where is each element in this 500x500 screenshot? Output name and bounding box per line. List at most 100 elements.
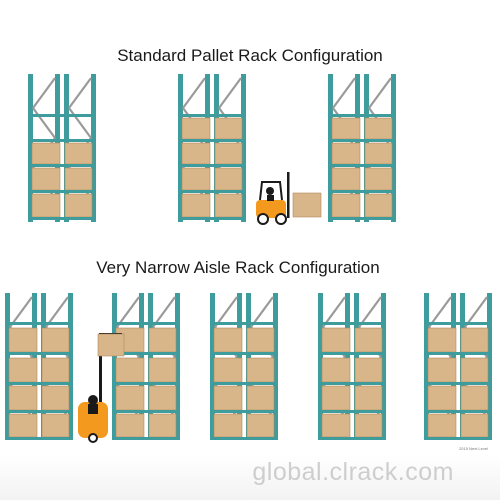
rack-brace: [32, 77, 56, 109]
pallet-box-icon: [427, 357, 457, 383]
pallet-box-icon: [41, 385, 70, 411]
rack-brace: [68, 77, 92, 109]
pallet-box-icon: [148, 385, 177, 411]
forklift-driver: [267, 195, 274, 201]
rack-beam: [328, 164, 396, 167]
pallet-box-icon: [331, 117, 361, 140]
pallet-box-icon: [246, 327, 275, 353]
rack-beam: [112, 410, 180, 413]
pallet-rack-icon: [328, 74, 396, 222]
pallet-box-icon: [427, 327, 457, 353]
pallet-box-icon: [321, 357, 351, 383]
pallet-box-icon: [354, 357, 383, 383]
rack-upright: [28, 74, 33, 222]
rack-beam: [112, 322, 180, 325]
pallet-box-icon: [354, 385, 383, 411]
rack-upright: [210, 293, 215, 440]
rack-upright: [391, 74, 396, 222]
rack-upright: [318, 293, 323, 440]
watermark-text: global.clrack.com: [252, 458, 454, 486]
rack-beam: [424, 410, 492, 413]
pallet-box-icon: [364, 142, 393, 165]
rack-beam: [210, 352, 278, 355]
rack-upright: [328, 74, 333, 222]
rack-beam: [28, 217, 96, 220]
vna-rack-title: Very Narrow Aisle Rack Configuration: [96, 258, 380, 277]
pallet-rack-icon: [5, 293, 73, 440]
rack-beam: [328, 217, 396, 220]
pallet-box-icon: [213, 327, 243, 353]
rack-beam: [178, 190, 246, 193]
forklift-wheel: [88, 433, 98, 443]
pallet-box-icon: [31, 142, 61, 165]
pallet-box-icon: [181, 142, 211, 165]
rack-upright: [68, 293, 73, 440]
rack-upright: [241, 74, 246, 222]
pallet-box-icon: [214, 142, 243, 165]
pallet-rack-icon: [424, 293, 492, 440]
rack-beam: [210, 410, 278, 413]
rack-beam: [424, 352, 492, 355]
forklift-driver: [266, 187, 274, 195]
rack-beam: [318, 382, 386, 385]
rack-beam: [178, 114, 246, 117]
rack-upright: [487, 293, 492, 440]
rack-beam: [28, 164, 96, 167]
pallet-box-icon: [321, 385, 351, 411]
rack-brace: [32, 107, 56, 139]
pallet-rack-icon: [112, 293, 180, 440]
rack-beam: [424, 437, 492, 440]
pallet-box-icon: [41, 413, 70, 438]
pallet-box-icon: [460, 357, 489, 383]
rack-beam: [5, 352, 73, 355]
rack-beam: [424, 382, 492, 385]
copyright-note: 2015 Next Level: [459, 446, 488, 451]
pallet-box-icon: [64, 142, 93, 165]
pallet-box-icon: [8, 357, 38, 383]
pallet-box-icon: [246, 413, 275, 438]
pallet-box-icon: [460, 327, 489, 353]
forklift-driver: [88, 404, 98, 414]
pallet-box-icon: [246, 357, 275, 383]
rack-beam: [318, 352, 386, 355]
pallet-box-icon: [213, 413, 243, 438]
pallet-rack-icon: [318, 293, 386, 440]
footer-strip: [0, 455, 500, 500]
rack-beam: [112, 352, 180, 355]
forklift-driver: [88, 395, 98, 405]
rack-beam: [5, 322, 73, 325]
pallet-box-icon: [364, 193, 393, 218]
pallet-box-icon: [214, 193, 243, 218]
pallet-box-icon: [213, 357, 243, 383]
rack-beam: [318, 410, 386, 413]
pallet-box-icon: [64, 193, 93, 218]
pallet-box-icon: [214, 167, 243, 191]
pallet-box-icon: [115, 413, 145, 438]
pallet-box-icon: [321, 413, 351, 438]
rack-beam: [28, 114, 96, 117]
rack-brace: [68, 107, 92, 139]
rack-beam: [328, 190, 396, 193]
pallet-box-icon: [115, 385, 145, 411]
pallet-box-icon: [321, 327, 351, 353]
rack-upright: [424, 293, 429, 440]
rack-beam: [424, 322, 492, 325]
pallet-box-icon: [460, 385, 489, 411]
rack-upright: [5, 293, 10, 440]
rack-beam: [318, 322, 386, 325]
rack-brace: [218, 77, 242, 109]
rack-upright: [112, 293, 117, 440]
forklift-wheel: [257, 213, 269, 225]
pallet-box-icon: [8, 385, 38, 411]
pallet-box-icon: [115, 357, 145, 383]
rack-beam: [210, 382, 278, 385]
pallet-box-icon: [31, 167, 61, 191]
pallet-box-icon: [331, 193, 361, 218]
rack-beam: [210, 322, 278, 325]
rack-beam: [178, 217, 246, 220]
pallet-box-icon: [364, 167, 393, 191]
pallet-box-icon: [214, 117, 243, 140]
pallet-box-icon: [331, 142, 361, 165]
rack-brace: [368, 77, 392, 109]
